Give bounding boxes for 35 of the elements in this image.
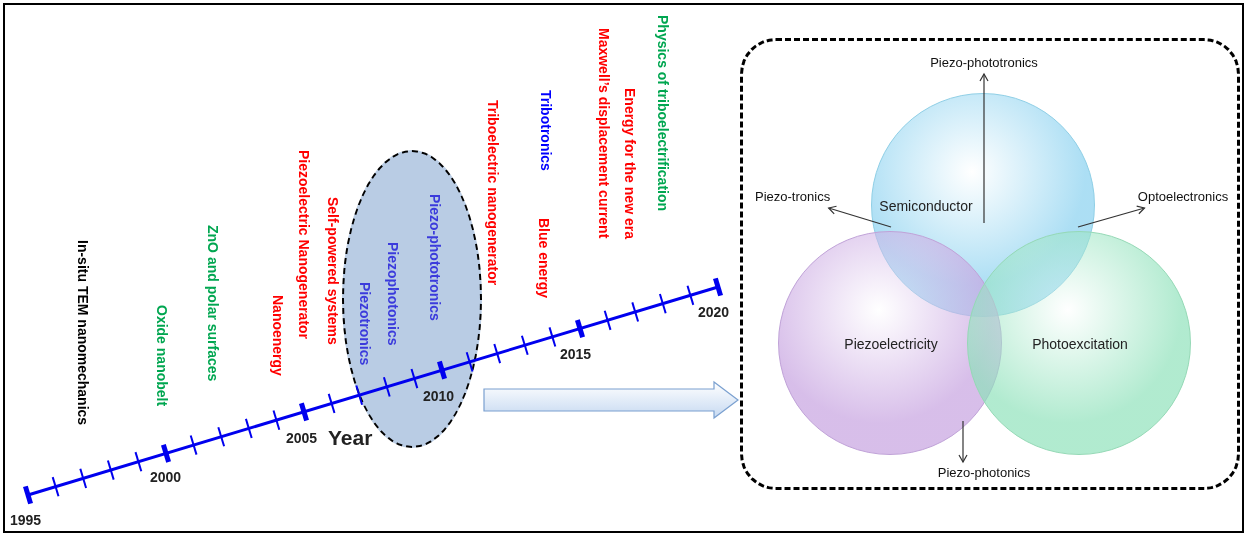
milestone-label: Blue energy [535,218,553,299]
milestone-label: Physics of triboelectrification [654,15,672,212]
arrow [1077,205,1146,228]
milestone-label: In-situ TEM nanomechanics [74,240,92,426]
field-label: Piezotronics [356,282,374,366]
arrow [979,73,989,224]
year-label: 2000 [150,469,182,486]
milestone-label: Oxide nanobelt [153,305,171,407]
field-label: Piezo-phototronics [426,194,444,321]
field-label: Piezophotonics [384,242,402,346]
year-label: 2020 [698,304,730,321]
milestone-label: Self-powered systems [324,197,342,345]
circle-label: Piezoelectricity [844,336,938,352]
milestone-label: Piezoelectric Nanogenerator [295,150,313,340]
leader-text: Piezo-photonics [937,465,1031,481]
leader-text: Piezo-phototronics [930,55,1038,71]
circle-label: Photoexcitation [1032,336,1128,352]
milestone-label: ZnO and polar surfaces [204,225,222,382]
year-label: 1995 [10,512,42,529]
milestone-label: Energy for the new era [621,88,639,239]
block-arrow [483,380,739,420]
leader-text: Piezo-tronics [755,189,831,205]
dashed-box [740,38,1240,490]
milestone-label: Maxwell’s displacement current [595,28,613,239]
axis-title: Year [328,426,373,450]
year-label: 2010 [423,388,455,405]
milestone-label: Triboelectric nanogenerator [484,100,502,286]
year-label: 2005 [286,430,318,447]
milestone-label: Nanoenergy [269,295,287,376]
arrow [828,205,892,228]
circle-label: Semiconductor [879,198,973,214]
arrow [958,420,968,463]
leader-text: Optoelectronics [1137,189,1229,205]
year-label: 2015 [560,346,592,363]
milestone-label: Tribotronics [537,90,555,171]
